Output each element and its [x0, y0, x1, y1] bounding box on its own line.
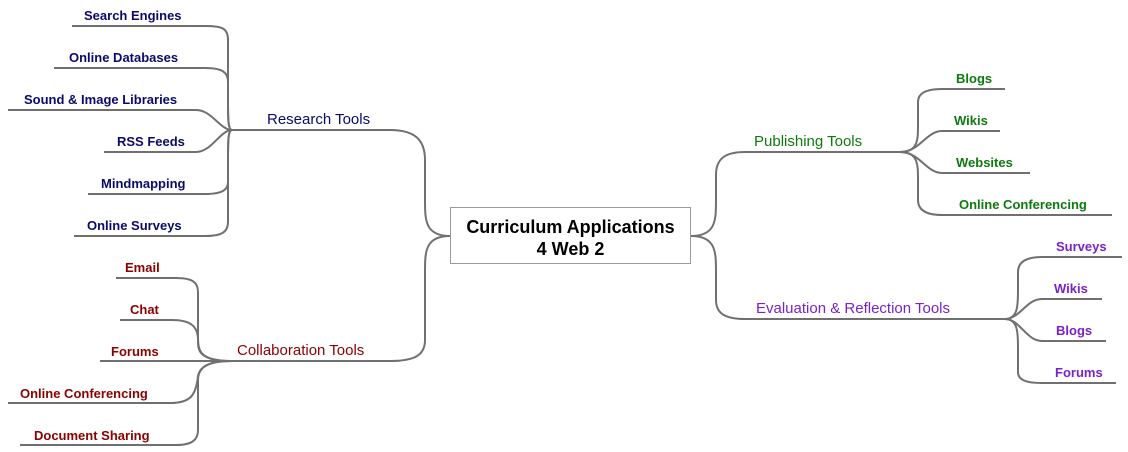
connector-research: [232, 129, 451, 237]
leaf-wikis[interactable]: Wikis: [954, 113, 988, 128]
leaf-rss-feeds[interactable]: RSS Feeds: [117, 134, 185, 149]
leaf-wikis-evaluation[interactable]: Wikis: [1054, 281, 1088, 296]
connector-document-sharing: [20, 360, 233, 446]
connector-publishing: [690, 151, 900, 237]
connector-blogs: [899, 88, 1005, 153]
leaf-blogs[interactable]: Blogs: [956, 71, 993, 86]
connector-surveys: [1004, 256, 1122, 320]
branch-evaluation-reflection-tools[interactable]: Evaluation & Reflection Tools: [756, 300, 951, 317]
leaf-forums-evaluation[interactable]: Forums: [1055, 365, 1103, 380]
connector-online-surveys: [74, 129, 233, 237]
leaf-mindmapping[interactable]: Mindmapping: [101, 176, 186, 191]
connector-wikis: [899, 130, 1000, 153]
central-topic: Curriculum Applications 4 Web 2: [450, 216, 691, 260]
branch-collaboration-tools[interactable]: Collaboration Tools: [237, 342, 365, 359]
connector-online-databases: [54, 67, 233, 131]
leaf-surveys[interactable]: Surveys: [1056, 239, 1107, 254]
connector-chat: [120, 319, 233, 362]
connector-rss: [104, 129, 233, 153]
central-title-line1: Curriculum Applications: [466, 217, 675, 237]
leaf-forums[interactable]: Forums: [111, 344, 159, 359]
leaf-blogs-evaluation[interactable]: Blogs: [1056, 323, 1093, 338]
leaf-online-conferencing-publishing[interactable]: Online Conferencing: [959, 197, 1087, 212]
connector-evaluation: [690, 235, 1005, 320]
connector-forums-eval: [1004, 318, 1116, 384]
connector-online-conferencing-pub: [899, 151, 1112, 216]
connector-wikis-eval: [1004, 298, 1102, 320]
leaf-document-sharing[interactable]: Document Sharing: [34, 428, 150, 443]
branch-research-tools[interactable]: Research Tools: [267, 111, 371, 128]
leaf-sound-image-libraries[interactable]: Sound & Image Libraries: [24, 92, 178, 107]
branch-publishing-tools[interactable]: Publishing Tools: [754, 133, 863, 150]
leaf-search-engines[interactable]: Search Engines: [84, 8, 182, 23]
leaf-email[interactable]: Email: [125, 260, 160, 275]
connector-collaboration: [232, 235, 451, 362]
central-title-line2: 4 Web 2: [536, 239, 605, 259]
leaf-online-conferencing[interactable]: Online Conferencing: [20, 386, 148, 401]
central-node[interactable]: [450, 207, 691, 264]
leaf-online-surveys[interactable]: Online Surveys: [87, 218, 182, 233]
leaf-chat[interactable]: Chat: [130, 302, 159, 317]
leaf-websites[interactable]: Websites: [956, 155, 1013, 170]
connector-sound-image: [8, 109, 233, 131]
leaf-online-databases[interactable]: Online Databases: [69, 50, 179, 65]
